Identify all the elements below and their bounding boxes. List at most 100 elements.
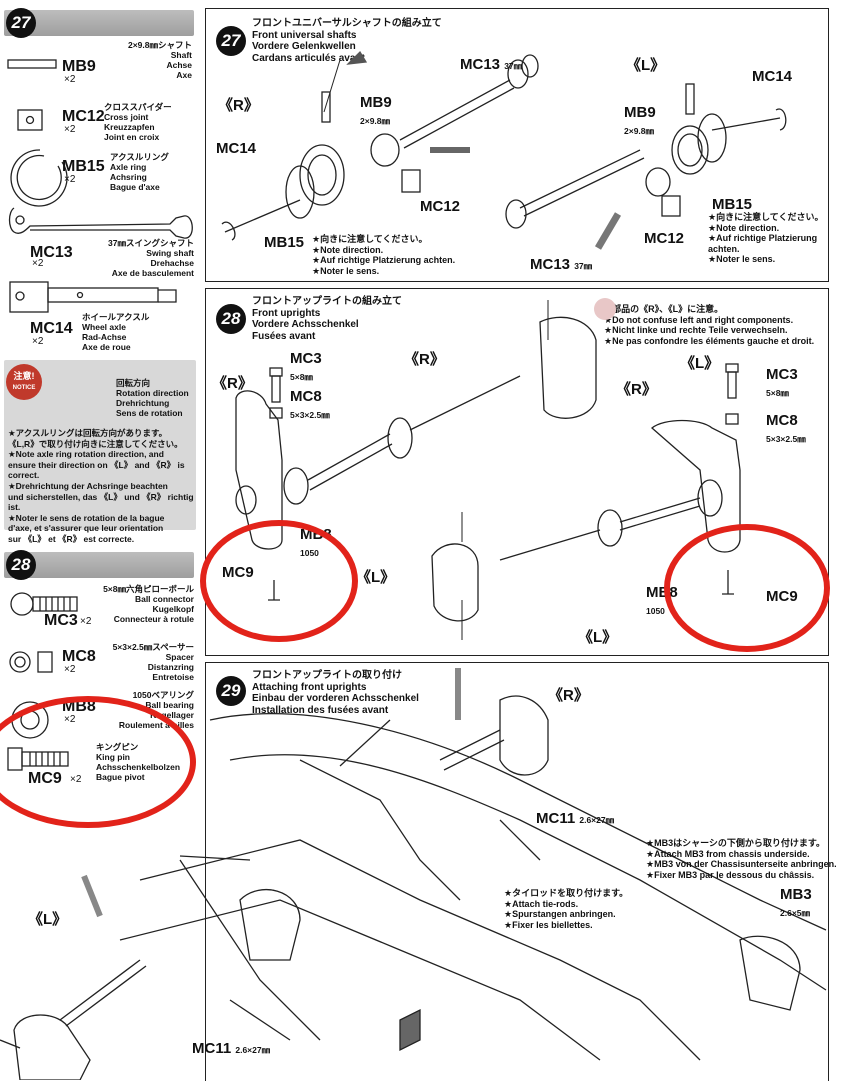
l-driveshaft-29 [59,959,141,1021]
highlight-circle-mc9-sidebar [0,696,196,828]
step-29-title: フロントアップライトの取り付け Attaching front uprights… [252,670,419,716]
l-mb9-pin [685,83,695,115]
l-driveshaft [619,497,701,523]
note-line: ★Noter le sens. [708,254,776,264]
part-desc-mb15: アクスルリング Axle ring Achsring Bague d'axe [110,152,169,192]
note-line: achten. [708,243,740,254]
chassis-outline-middle [139,839,701,1061]
step-27-label-mc13-top: MC13 37㎜ [460,56,523,73]
part-desc-mb9: 2×9.8㎜シャフト Shaft Achse Axe [127,40,192,80]
part-qty-mc8: ×2 [64,664,76,675]
r-axle-ring [285,165,315,219]
l-axle-ring [697,113,727,163]
note-line: ★Note direction. [708,222,780,233]
step-29-side-r: 《R》 [548,687,589,704]
notice-line: sur 《L》 et 《R》 est correcte. [8,533,135,544]
notice-line: d'axe, et s'assurer que leur orientation [8,523,164,534]
part-desc-mc14: ホイールアクスル Wheel axle Rad-Achse Axe de rou… [82,312,150,352]
note-line: ★Auf richtige Platzierung [708,233,818,243]
caution-line: ★Ne pas confondre les éléments gauche et… [604,335,815,346]
note-line: ★Auf richtige Platzierung achten. [312,255,456,265]
part-qty-mc14: ×2 [32,336,44,347]
notice-line: und sicherstellen, das 《L》 und 《R》 richt… [8,491,194,513]
mc13-swing-shaft-drawing [8,207,193,239]
r-upright-29 [499,695,549,776]
l-cup-joint [671,125,709,175]
note-line: ★Note direction. [312,244,384,255]
step-27-label-mc12-l: MC12 [644,230,685,247]
note-line: ★Spurstangen anbringen. [504,909,616,919]
r-mc12 [401,169,421,193]
step-29-label-mc11-lower: MC11 2.6×27㎜ [192,1040,271,1057]
step-29-side-l: 《L》 [28,911,68,928]
step-28-panel-badge: 28 [216,304,246,334]
part-qty-mc13: ×2 [32,258,44,269]
mc12-cross-joint-drawing [17,109,43,131]
part-desc-mc8: 5×3×2.5㎜スペーサー Spacer Distanzring Entreto… [112,642,194,682]
step-27-side-l: 《L》 [626,57,666,74]
caution-line: ★部品の《R》、《L》に注意。 [604,304,724,314]
step-28-side-l-right: 《L》 [680,355,720,372]
r-mb8-bearing [283,467,309,505]
l-wheel-axle-stub [711,117,781,131]
step-28-sidebar-badge: 28 [6,550,36,580]
step-29-panel [205,662,829,1081]
step-27-label-mb15-l: MB15 [712,196,753,213]
part-code-mc12: MC12 [62,108,105,125]
note-line: ★Fixer MB3 par le dessous du châssis. [646,869,815,880]
notice-text: ★アクスルリングは回転方向があります。《L,R》で取り付け向きに注意してください… [8,428,194,545]
r-cross-joint [370,133,400,167]
note-line: ★向きに注意してください。 [708,212,824,222]
notice-line: ★Note axle ring rotation direction, and [8,449,164,460]
note-line: ★Attach MB3 from chassis underside. [646,848,810,859]
mb9-shaft-drawing [7,59,57,69]
r-cup-joint [299,144,345,206]
notice-line: ensure their direction on 《L》 and 《R》 is [8,459,185,470]
notice-line: ★Noter le sens de rotation de la bague [8,512,165,523]
r-mc8-spacer [269,407,283,419]
part-qty-mc12: ×2 [64,124,76,135]
note-line: ★MB3 von der Chassisunterseite anbringen… [646,859,837,869]
step-28-side-r-center: 《R》 [404,351,445,368]
step-27-panel-badge: 27 [216,26,246,56]
step-27-label-mb15-r: MB15 [264,234,305,251]
notice-line: ★アクスルリングは回転方向があります。 [8,428,168,438]
step-28-caution-note: ★部品の《R》、《L》に注意。★Do not confuse left and … [604,304,814,346]
step-27-label-mc13-bottom: MC13 37㎜ [530,256,593,273]
note-line: ★タイロッドを取り付けます。 [504,888,629,898]
step-27-label-mc14-l: MC14 [752,68,793,85]
mc11-pin-upper [499,819,541,861]
l-cross-joint [645,167,671,197]
step-27-label-mc12-r: MC12 [420,198,461,215]
step-29-label-mc11-upper: MC11 2.6×27㎜ [536,810,615,827]
l-mc13-shaft [519,149,641,209]
step-27-title: フロントユニバーサルシャフトの組み立て Front universal shaf… [252,18,442,64]
mounting-clip [399,1008,421,1052]
r-driveshaft [307,433,391,481]
step-27-label-mc14-r: MC14 [216,140,257,157]
part-desc-mc13: 37㎜スイングシャフト Swing shaft Drehachse Axe de… [108,238,194,278]
mb15-axle-ring-drawing [10,149,68,207]
step-29-panel-badge: 29 [216,676,246,706]
highlight-circle-mc9-left [200,520,358,642]
highlight-circle-mc9-right [664,524,830,652]
step-28-side-l-center: 《L》 [356,569,396,586]
note-line: ★向きに注意してください。 [312,234,428,244]
r-mb9-pin [321,91,331,123]
part-desc-mc3: 5×8㎜六角ピローボール Ball connector Kugelkopf Co… [103,584,194,624]
step-27-note-direction-l: ★向きに注意してください。★Note direction.★Auf richti… [708,212,824,265]
part-code-mc13: MC13 [30,244,73,261]
l-mc8-spacer [725,413,739,425]
lower-tierod [179,855,251,861]
r-driveshaft-29 [439,729,501,761]
center-gear-box [239,889,301,961]
step-29-note-tierod: ★タイロッドを取り付けます。★Attach tie-rods.★Spurstan… [504,888,628,930]
step-28-side-l-bottom: 《L》 [578,629,618,646]
part-code-mc3: MC3 [44,612,78,629]
